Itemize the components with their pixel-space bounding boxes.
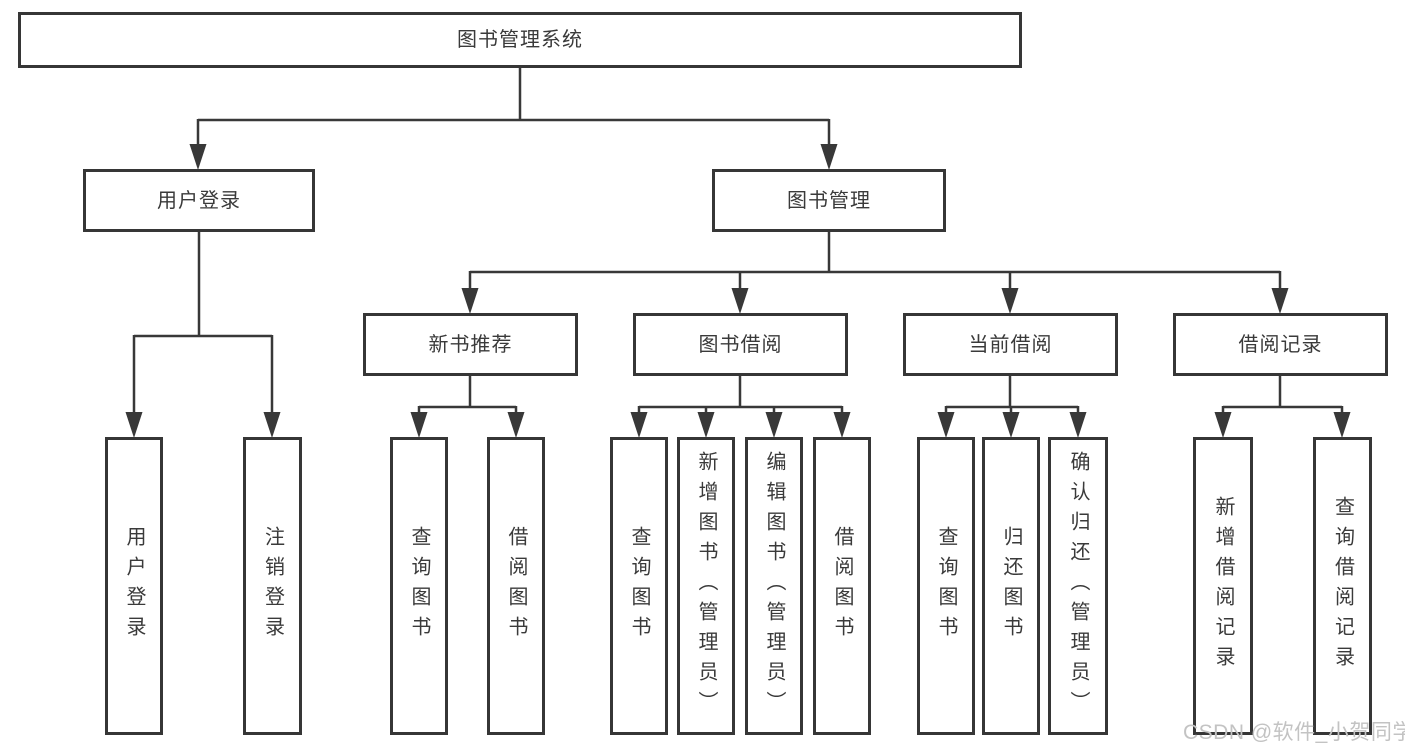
leaf-cb-return-books-label: 归还图书 <box>1000 526 1022 646</box>
connector-borrow-records-to-leaves <box>1214 376 1351 438</box>
leaf-cb-confirm-return: 确认归还（管理员） <box>1048 437 1108 735</box>
connector-lines <box>132 232 274 414</box>
arrow-down-icon <box>833 412 851 438</box>
leaf-bb-borrow-books-label: 借阅图书 <box>831 526 853 646</box>
arrow-down-icon <box>1002 412 1020 438</box>
leaf-br-add-record: 新增借阅记录 <box>1193 437 1253 735</box>
node-book-mgmt: 图书管理 <box>712 169 946 232</box>
leaf-br-query-record-label: 查询借阅记录 <box>1331 496 1354 676</box>
leaf-user-login: 用户登录 <box>105 437 163 735</box>
arrow-down-icon <box>125 412 143 438</box>
connector-new-book-rec-to-leaves <box>410 376 525 438</box>
node-root-label: 图书管理系统 <box>457 29 583 51</box>
node-current-borrow: 当前借阅 <box>903 313 1118 376</box>
connector-lines <box>468 232 1282 290</box>
connector-lines <box>637 376 844 414</box>
arrow-down-icon <box>1333 412 1351 438</box>
leaf-user-login-label: 用户登录 <box>123 526 145 646</box>
node-new-book-rec: 新书推荐 <box>363 313 578 376</box>
leaf-br-query-record: 查询借阅记录 <box>1313 437 1372 735</box>
connector-book-mgmt-to-level3 <box>461 232 1289 314</box>
leaf-cb-confirm-return-label: 确认归还（管理员） <box>1067 451 1089 721</box>
connector-book-borrow-to-leaves <box>630 376 851 438</box>
arrow-down-icon <box>731 288 749 314</box>
leaf-logout-label: 注销登录 <box>261 526 284 646</box>
node-borrow-records-label: 借阅记录 <box>1238 333 1323 356</box>
node-book-borrow-label: 图书借阅 <box>698 333 783 356</box>
connector-user-login-to-leaves <box>125 232 281 438</box>
arrow-down-icon <box>410 412 428 438</box>
leaf-nbr-borrow-books: 借阅图书 <box>487 437 545 735</box>
node-new-book-rec-label: 新书推荐 <box>428 333 513 356</box>
node-user-login-label: 用户登录 <box>157 189 241 212</box>
leaf-cb-return-books: 归还图书 <box>982 437 1040 735</box>
arrow-down-icon <box>189 144 207 170</box>
node-current-borrow-label: 当前借阅 <box>968 333 1053 356</box>
leaf-bb-query-books: 查询图书 <box>610 437 668 735</box>
arrow-down-icon <box>1271 288 1289 314</box>
node-borrow-records: 借阅记录 <box>1173 313 1388 376</box>
watermark: CSDN @软件_小贺同学 <box>1183 721 1405 744</box>
arrow-down-icon <box>1214 412 1232 438</box>
arrow-down-icon <box>937 412 955 438</box>
connector-lines <box>944 376 1080 414</box>
arrow-down-icon <box>1001 288 1019 314</box>
arrow-down-icon <box>765 412 783 438</box>
connector-lines <box>196 68 831 146</box>
leaf-cb-query-books: 查询图书 <box>917 437 975 735</box>
arrow-down-icon <box>820 144 838 170</box>
leaf-nbr-borrow-books-label: 借阅图书 <box>505 526 527 646</box>
node-book-borrow: 图书借阅 <box>633 313 848 376</box>
leaf-bb-borrow-books: 借阅图书 <box>813 437 871 735</box>
arrow-down-icon <box>263 412 281 438</box>
arrow-down-icon <box>630 412 648 438</box>
leaf-nbr-query-books: 查询图书 <box>390 437 448 735</box>
leaf-bb-edit-books: 编辑图书（管理员） <box>745 437 803 735</box>
leaf-nbr-query-books-label: 查询图书 <box>408 526 430 646</box>
node-user-login: 用户登录 <box>83 169 315 232</box>
connector-lines <box>417 376 518 414</box>
leaf-logout: 注销登录 <box>243 437 302 735</box>
arrow-down-icon <box>697 412 715 438</box>
leaf-bb-add-books: 新增图书（管理员） <box>677 437 735 735</box>
connector-root-to-level2 <box>189 68 838 170</box>
leaf-br-add-record-label: 新增借阅记录 <box>1212 496 1234 676</box>
leaf-bb-add-books-label: 新增图书（管理员） <box>695 451 717 721</box>
leaf-bb-edit-books-label: 编辑图书（管理员） <box>763 451 785 721</box>
arrow-down-icon <box>1069 412 1087 438</box>
node-root: 图书管理系统 <box>18 12 1022 68</box>
connector-current-borrow-to-leaves <box>937 376 1087 438</box>
arrow-down-icon <box>461 288 479 314</box>
arrow-down-icon <box>507 412 525 438</box>
leaf-cb-query-books-label: 查询图书 <box>935 526 957 646</box>
node-book-mgmt-label: 图书管理 <box>787 189 871 212</box>
leaf-bb-query-books-label: 查询图书 <box>628 526 650 646</box>
connector-lines <box>1221 376 1344 414</box>
